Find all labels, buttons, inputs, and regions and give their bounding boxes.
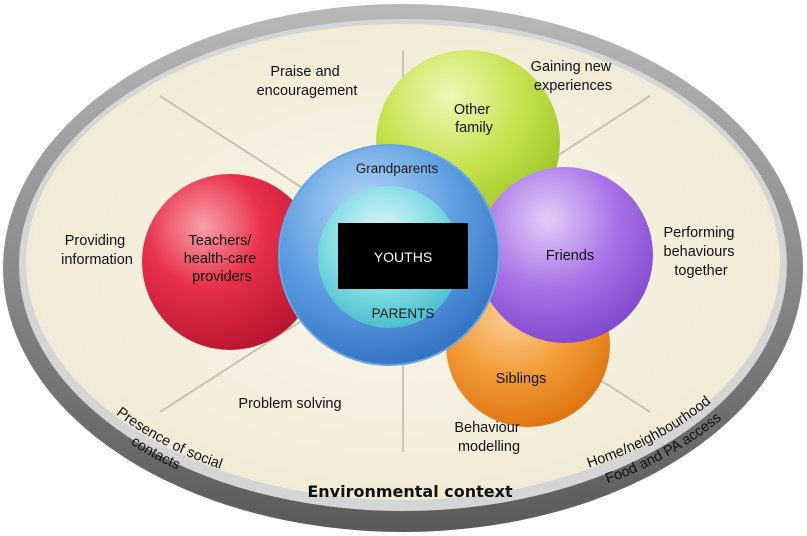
praise-label: Praise and encouragement (257, 64, 358, 99)
friends-circle (477, 167, 653, 343)
youths-label: YOUTHS (374, 249, 432, 265)
grandparents-label: Grandparents (356, 161, 439, 176)
teachers-label: Teachers/ health-care providers (184, 233, 261, 285)
problem-solving-label: Problem solving (238, 396, 341, 412)
environmental-context-title: Environmental context (307, 482, 513, 501)
performing-label: Performing behaviours together (664, 225, 739, 279)
gaining-label: Gaining new experiences (531, 59, 616, 94)
youths-box (338, 223, 468, 289)
parents-label: PARENTS (372, 306, 435, 321)
friends-label: Friends (546, 248, 594, 264)
providing-label: Providing information (61, 233, 133, 268)
other-family-label: Other family (454, 102, 494, 136)
siblings-label: Siblings (496, 371, 547, 387)
modelling-label: Behaviour modelling (454, 420, 523, 455)
teachers-circle (142, 174, 318, 350)
